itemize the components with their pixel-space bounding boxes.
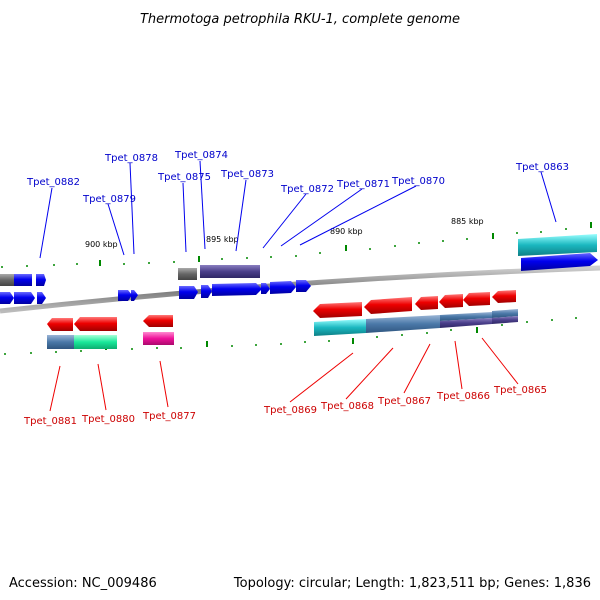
gene-feature[interactable] [518, 234, 597, 256]
outer-tick-ring [1, 222, 592, 268]
gene-label-tpet-0882[interactable]: Tpet_0882 [26, 177, 80, 188]
gene-label-tpet-0879[interactable]: Tpet_0879 [82, 194, 136, 205]
accession-text: Accession: NC_009486 [9, 576, 157, 591]
gene-label-tpet-0872[interactable]: Tpet_0872 [280, 184, 334, 195]
gene-feature[interactable] [47, 335, 74, 349]
scale-label-900: 900 kbp [85, 240, 118, 249]
gene-feature[interactable] [313, 302, 362, 318]
bottom-leader-lines [49, 337, 519, 412]
gene-feature[interactable] [143, 315, 173, 327]
gene-feature[interactable] [47, 318, 73, 331]
gene-feature[interactable] [439, 294, 463, 308]
gene-label-tpet-0881[interactable]: Tpet_0881 [23, 416, 77, 427]
gene-feature[interactable] [14, 292, 35, 304]
gene-feature[interactable] [37, 292, 46, 304]
gene-label-tpet-0868[interactable]: Tpet_0868 [320, 401, 374, 412]
gene-label-tpet-0880[interactable]: Tpet_0880 [81, 414, 135, 425]
gene-feature[interactable] [143, 332, 174, 345]
gene-label-tpet-0870[interactable]: Tpet_0870 [391, 176, 445, 187]
gene-label-tpet-0863[interactable]: Tpet_0863 [515, 162, 569, 173]
gene-feature[interactable] [212, 283, 262, 296]
topology-text: Topology: circular; Length: 1,823,511 bp… [233, 576, 591, 591]
reverse-strand-features [47, 290, 518, 349]
map-title: Thermotoga petrophila RKU-1, complete ge… [140, 12, 460, 27]
gene-feature[interactable] [364, 297, 412, 314]
gene-feature[interactable] [314, 319, 366, 336]
gene-label-tpet-0878[interactable]: Tpet_0878 [104, 153, 158, 164]
gene-feature[interactable] [440, 318, 492, 328]
gene-feature[interactable] [201, 285, 212, 298]
gene-feature[interactable] [366, 315, 440, 333]
gene-label-tpet-0875[interactable]: Tpet_0875 [157, 172, 211, 183]
gene-feature[interactable] [270, 281, 296, 294]
gene-feature[interactable] [118, 290, 132, 301]
gene-feature[interactable] [415, 296, 438, 310]
gene-label-tpet-0871[interactable]: Tpet_0871 [336, 179, 390, 190]
scale-label-895: 895 kbp [206, 235, 239, 244]
gene-feature[interactable] [0, 274, 14, 286]
gene-label-tpet-0873[interactable]: Tpet_0873 [220, 169, 274, 180]
gene-feature[interactable] [492, 290, 516, 303]
gene-label-tpet-0867[interactable]: Tpet_0867 [377, 396, 431, 407]
gene-feature[interactable] [74, 317, 117, 331]
gene-feature[interactable] [521, 253, 598, 271]
gene-feature[interactable] [492, 316, 518, 324]
gene-feature[interactable] [14, 274, 32, 286]
gene-feature[interactable] [463, 292, 490, 306]
gene-label-tpet-0865[interactable]: Tpet_0865 [493, 385, 547, 396]
gene-label-tpet-0874[interactable]: Tpet_0874 [174, 150, 228, 161]
gene-feature[interactable] [36, 274, 46, 286]
gene-feature[interactable] [0, 292, 14, 304]
scale-label-885: 885 kbp [451, 217, 484, 226]
gene-feature[interactable] [261, 283, 270, 294]
gene-label-tpet-0866[interactable]: Tpet_0866 [436, 391, 490, 402]
gene-feature[interactable] [200, 265, 260, 278]
scale-label-890: 890 kbp [330, 227, 363, 236]
gene-feature[interactable] [74, 335, 117, 349]
forward-strand-features [0, 234, 598, 304]
gene-feature[interactable] [179, 286, 198, 299]
gene-feature[interactable] [296, 280, 311, 292]
gene-label-tpet-0869[interactable]: Tpet_0869 [263, 405, 317, 416]
gene-feature[interactable] [492, 309, 518, 318]
gene-label-tpet-0877[interactable]: Tpet_0877 [142, 411, 196, 422]
top-leader-lines [39, 160, 557, 259]
gene-feature[interactable] [131, 290, 138, 301]
gene-feature[interactable] [178, 268, 197, 280]
inner-tick-ring [4, 317, 577, 355]
